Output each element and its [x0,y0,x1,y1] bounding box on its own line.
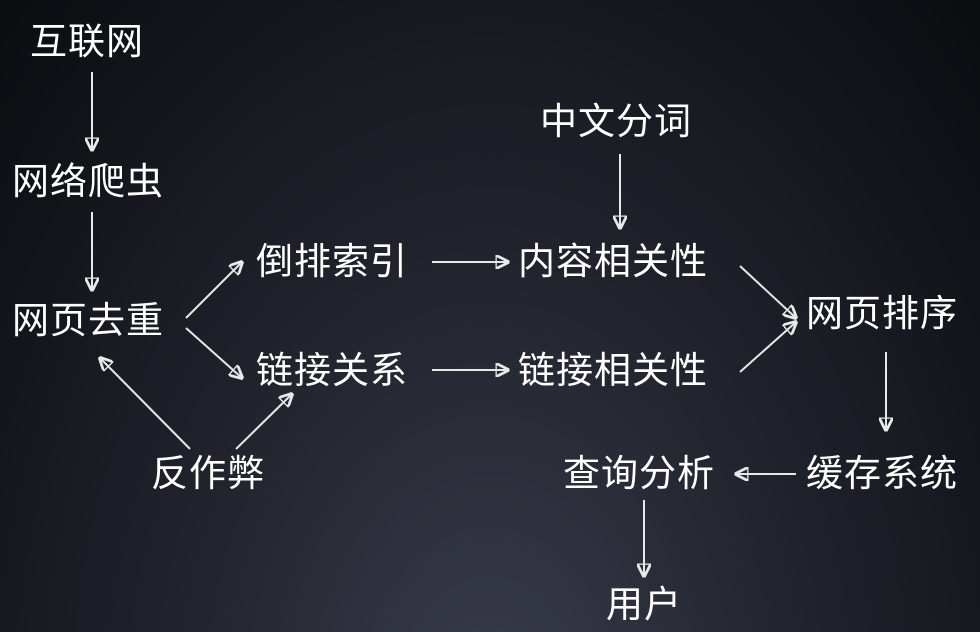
node-query-analysis: 查询分析 [563,452,715,495]
node-crawler: 网络爬虫 [12,160,164,203]
arrow-dedup-to-inverted-index [185,262,242,319]
arrow-dedup-to-link-relation [185,327,242,378]
node-content-relevance: 内容相关性 [518,240,708,283]
node-user: 用户 [606,583,682,626]
node-chinese-segmentation: 中文分词 [540,100,692,143]
node-link-relation: 链接关系 [256,349,408,392]
node-page-ranking: 网页排序 [806,292,958,335]
node-link-relevance: 链接相关性 [518,349,708,392]
node-inverted-index: 倒排索引 [256,240,408,283]
node-cache-system: 缓存系统 [806,452,958,495]
node-dedup: 网页去重 [12,299,164,342]
node-anti-cheat: 反作弊 [151,452,265,495]
arrow-link-relevance-to-page-ranking [739,322,796,373]
arrow-content-relevance-to-page-ranking [739,265,796,318]
node-internet: 互联网 [30,20,144,63]
arrow-anti-cheat-to-dedup [100,358,191,450]
arrow-anti-cheat-to-link-relation [235,394,292,450]
